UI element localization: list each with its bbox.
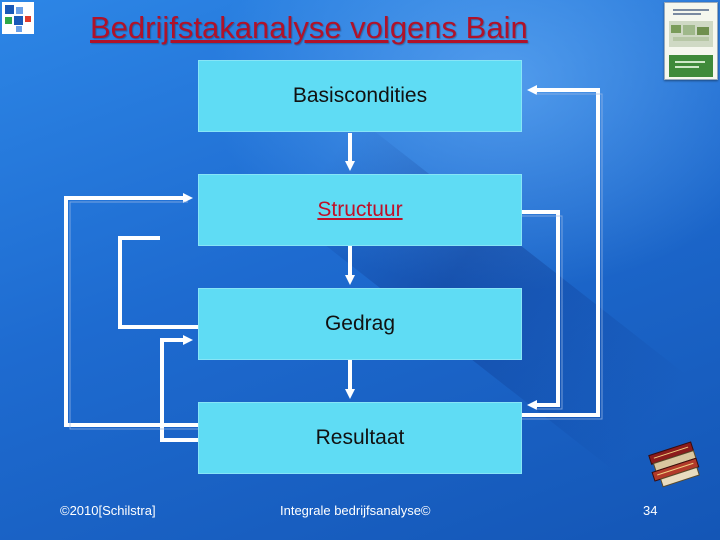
- books-icon: [648, 441, 700, 488]
- loop-outer-left: [64, 193, 198, 427]
- box-label: Gedrag: [324, 312, 396, 335]
- box-basiscondities: Basiscondities: [198, 60, 522, 132]
- slide-title: Bedrijfstakanalyse volgens Bain: [90, 10, 528, 45]
- loop-outer-right: [522, 85, 600, 417]
- box-resultaat: Resultaat: [198, 402, 522, 474]
- footer-center: Integrale bedrijfsanalyse©: [280, 503, 431, 518]
- box-label: Basiscondities: [292, 84, 428, 107]
- footer-page-number: 34: [643, 503, 658, 518]
- box-structuur: Structuur: [198, 174, 522, 246]
- logo-icon: [2, 2, 34, 34]
- box-label: Resultaat: [315, 426, 405, 449]
- book-cover-thumbnail: [664, 2, 718, 80]
- loop-inner-right: [522, 210, 560, 410]
- box-gedrag: Gedrag: [198, 288, 522, 360]
- loop-middle-left: [118, 236, 198, 329]
- footer-copyright: ©2010[Schilstra]: [60, 503, 156, 518]
- box-label: Structuur: [317, 198, 403, 221]
- loop-inner-left: [160, 335, 198, 442]
